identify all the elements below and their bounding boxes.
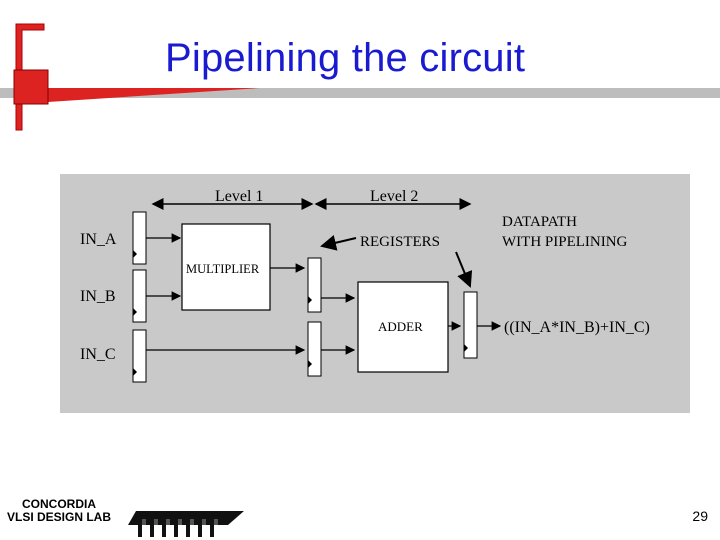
adder-block (357, 281, 449, 373)
logo-line1: CONCORDIA (22, 497, 96, 511)
logo-line2: VLSI DESIGN LAB (6, 510, 111, 524)
input-register-a (132, 211, 147, 265)
clock-marker-out (464, 344, 468, 352)
slide-title: Pipelining the circuit (165, 36, 526, 80)
output-register (463, 291, 478, 359)
adder-label: ADDER (378, 319, 423, 334)
clock-marker-a (133, 250, 137, 258)
pipeline-register-1 (307, 257, 322, 313)
datapath-label-line1: DATAPATH (502, 214, 577, 230)
multiplier-label: MULTIPLIER (186, 262, 260, 276)
pipeline-diagram: Level 1 Level 2 IN_A IN_B IN_C MULTIPLIE… (60, 174, 690, 413)
input-label-b: IN_B (80, 288, 116, 305)
concordia-logo: CONCORDIA VLSI DESIGN LAB (0, 498, 118, 524)
registers-pointer-arrow (320, 235, 357, 251)
clock-marker-p2 (308, 360, 312, 368)
datapath-pointer-arrow (455, 251, 473, 288)
input-label-c: IN_C (80, 346, 116, 363)
input-register-b (132, 269, 147, 323)
chip-icon (128, 511, 244, 537)
pipeline-register-2 (307, 321, 322, 377)
registers-label: REGISTERS (360, 234, 440, 250)
output-expression: ((IN_A*IN_B)+IN_C) (504, 319, 650, 336)
level2-label: Level 2 (370, 188, 418, 205)
clock-marker-p1 (308, 296, 312, 304)
input-label-a: IN_A (80, 231, 117, 248)
header-grey-bar (0, 88, 720, 98)
clock-marker-b (133, 308, 137, 316)
datapath-label-line2: WITH PIPELINING (502, 234, 628, 250)
red-square-icon (13, 69, 49, 105)
pipeline-diagram-svg: Level 1 Level 2 IN_A IN_B IN_C MULTIPLIE… (80, 188, 650, 383)
header-decoration (0, 23, 720, 131)
page-number: 29 (692, 508, 708, 524)
input-register-c (132, 329, 147, 383)
clock-marker-c (133, 368, 137, 376)
multiplier-block (181, 223, 271, 311)
level1-label: Level 1 (215, 188, 263, 205)
header-red-stripe (48, 88, 260, 102)
